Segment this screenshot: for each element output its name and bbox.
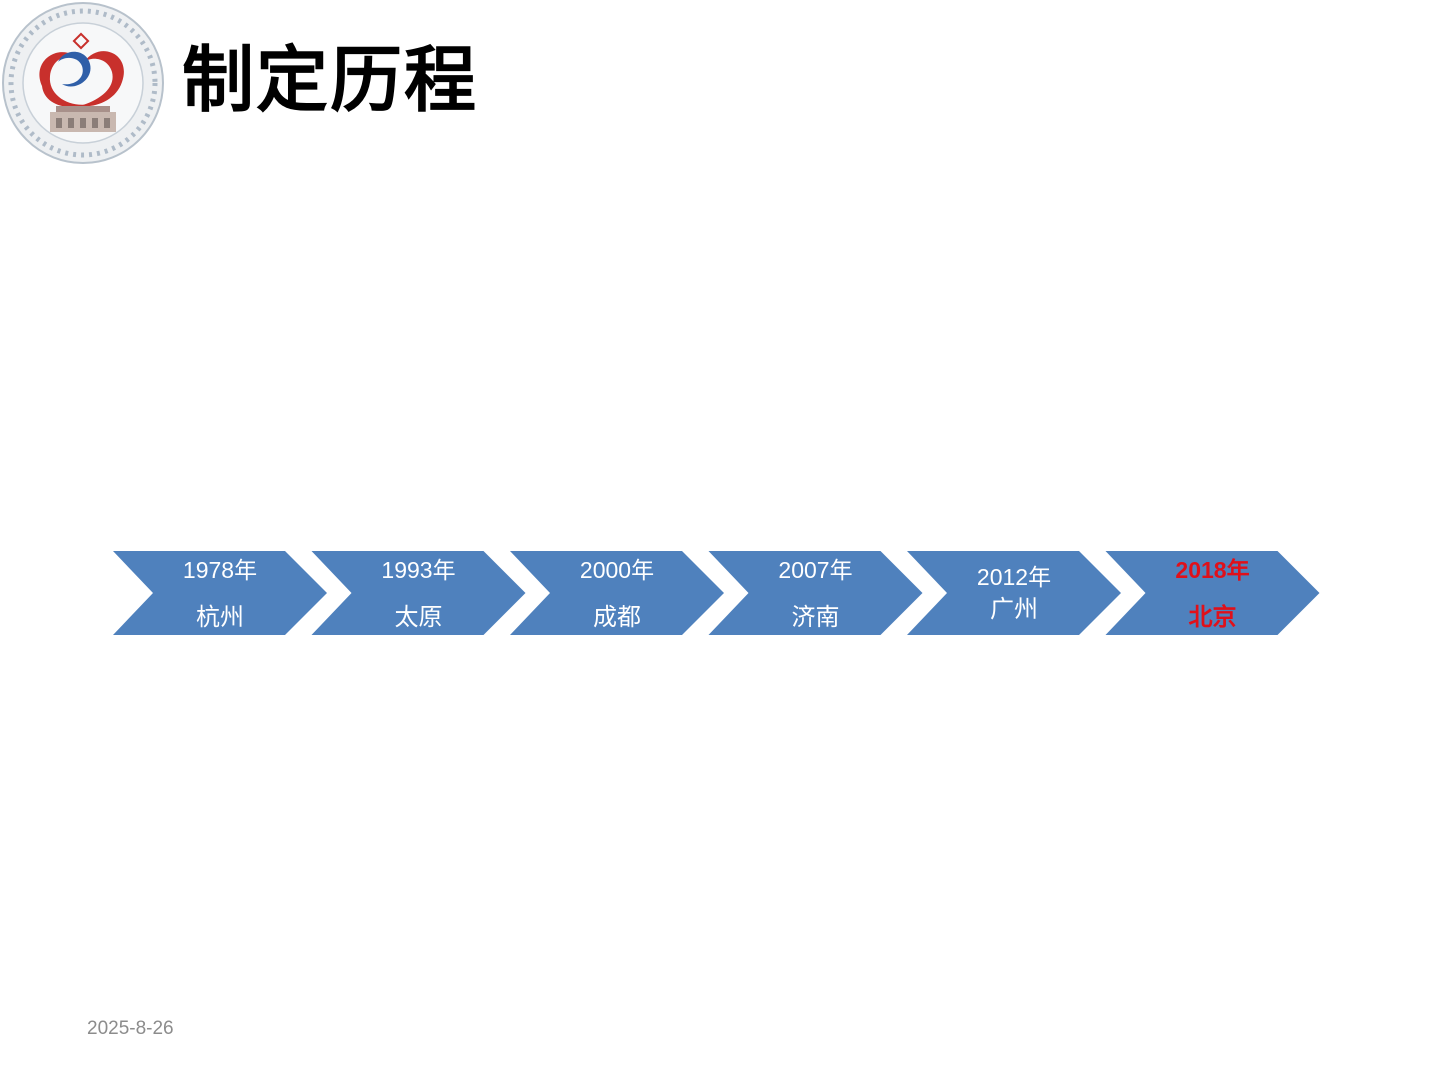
timeline-chevron bbox=[311, 551, 526, 635]
timeline-chevron bbox=[113, 551, 327, 635]
page-title: 制定历程 bbox=[182, 38, 479, 122]
timeline-city: 太原 bbox=[395, 604, 443, 631]
timeline-chevron bbox=[1105, 551, 1320, 635]
timeline-chevron bbox=[907, 551, 1121, 635]
timeline-year: 2000年 bbox=[580, 557, 654, 583]
timeline-year: 2018年 bbox=[1175, 557, 1249, 583]
slide-date: 2025-8-26 bbox=[87, 1018, 174, 1039]
timeline-city: 杭州 bbox=[196, 604, 244, 631]
timeline-chevron bbox=[708, 551, 923, 635]
timeline-city: 北京 bbox=[1189, 603, 1237, 631]
timeline-chevron bbox=[510, 551, 724, 635]
timeline-year: 2012年 bbox=[977, 564, 1051, 590]
timeline-city: 广州 bbox=[990, 596, 1038, 623]
timeline-year: 2007年 bbox=[778, 557, 852, 583]
hospital-seal-logo-icon bbox=[2, 2, 164, 164]
timeline-year: 1993年 bbox=[381, 557, 455, 583]
timeline-city: 成都 bbox=[593, 604, 641, 631]
timeline-city: 济南 bbox=[792, 604, 840, 631]
timeline-year: 1978年 bbox=[183, 557, 257, 583]
